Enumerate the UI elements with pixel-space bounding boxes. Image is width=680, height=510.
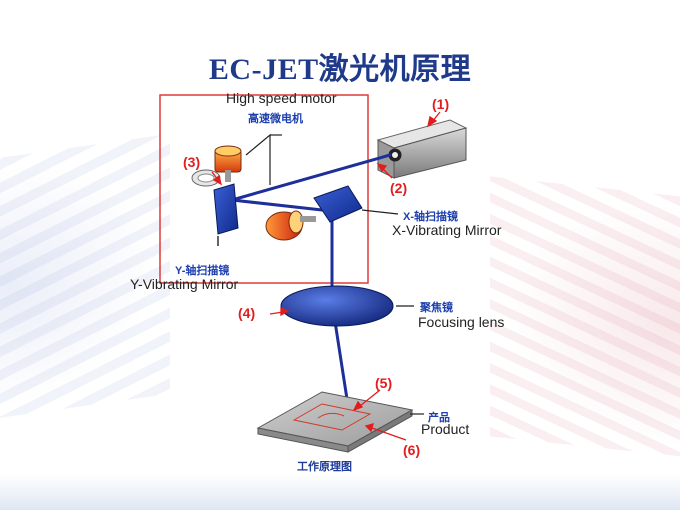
x-mirror-assembly bbox=[265, 185, 363, 241]
laser-beam bbox=[230, 153, 392, 414]
y-mirror-label-cn: Y-轴扫描镜 bbox=[175, 265, 230, 277]
motor-leader-lines bbox=[245, 133, 282, 185]
red-arrows bbox=[211, 111, 441, 441]
marker-1: (1) bbox=[432, 96, 450, 112]
y-mirror-label-en: Y-Vibrating Mirror bbox=[130, 276, 239, 292]
marker-5: (5) bbox=[375, 375, 393, 391]
label-leader-lines bbox=[361, 209, 424, 415]
product-label-cn: 产品 bbox=[428, 412, 450, 424]
x-mirror-label-en: X-Vibrating Mirror bbox=[392, 222, 502, 238]
product-label-en: Product bbox=[421, 421, 470, 437]
marker-3: (3) bbox=[183, 154, 201, 170]
marker-6: (6) bbox=[403, 442, 421, 458]
scan-head-frame bbox=[159, 94, 369, 284]
x-mirror-label-cn: X-轴扫描镜 bbox=[403, 211, 458, 223]
focusing-lens bbox=[280, 285, 394, 327]
high-speed-motor-label-cn: 高速微电机 bbox=[248, 113, 303, 125]
marker-2: (2) bbox=[390, 180, 408, 196]
diagram-caption: 工作原理图 bbox=[297, 461, 352, 473]
product-plate bbox=[256, 391, 414, 453]
laser-source bbox=[376, 119, 468, 179]
marker-4: (4) bbox=[238, 305, 256, 321]
high-speed-motor-label-en: High speed motor bbox=[226, 90, 337, 106]
slide-title: EC-JET激光机原理 bbox=[208, 53, 472, 86]
focusing-lens-label-cn: 聚焦镜 bbox=[420, 302, 453, 314]
y-mirror-assembly bbox=[191, 145, 242, 246]
background-bottom-band bbox=[0, 474, 680, 510]
focusing-lens-label-en: Focusing lens bbox=[418, 314, 505, 330]
